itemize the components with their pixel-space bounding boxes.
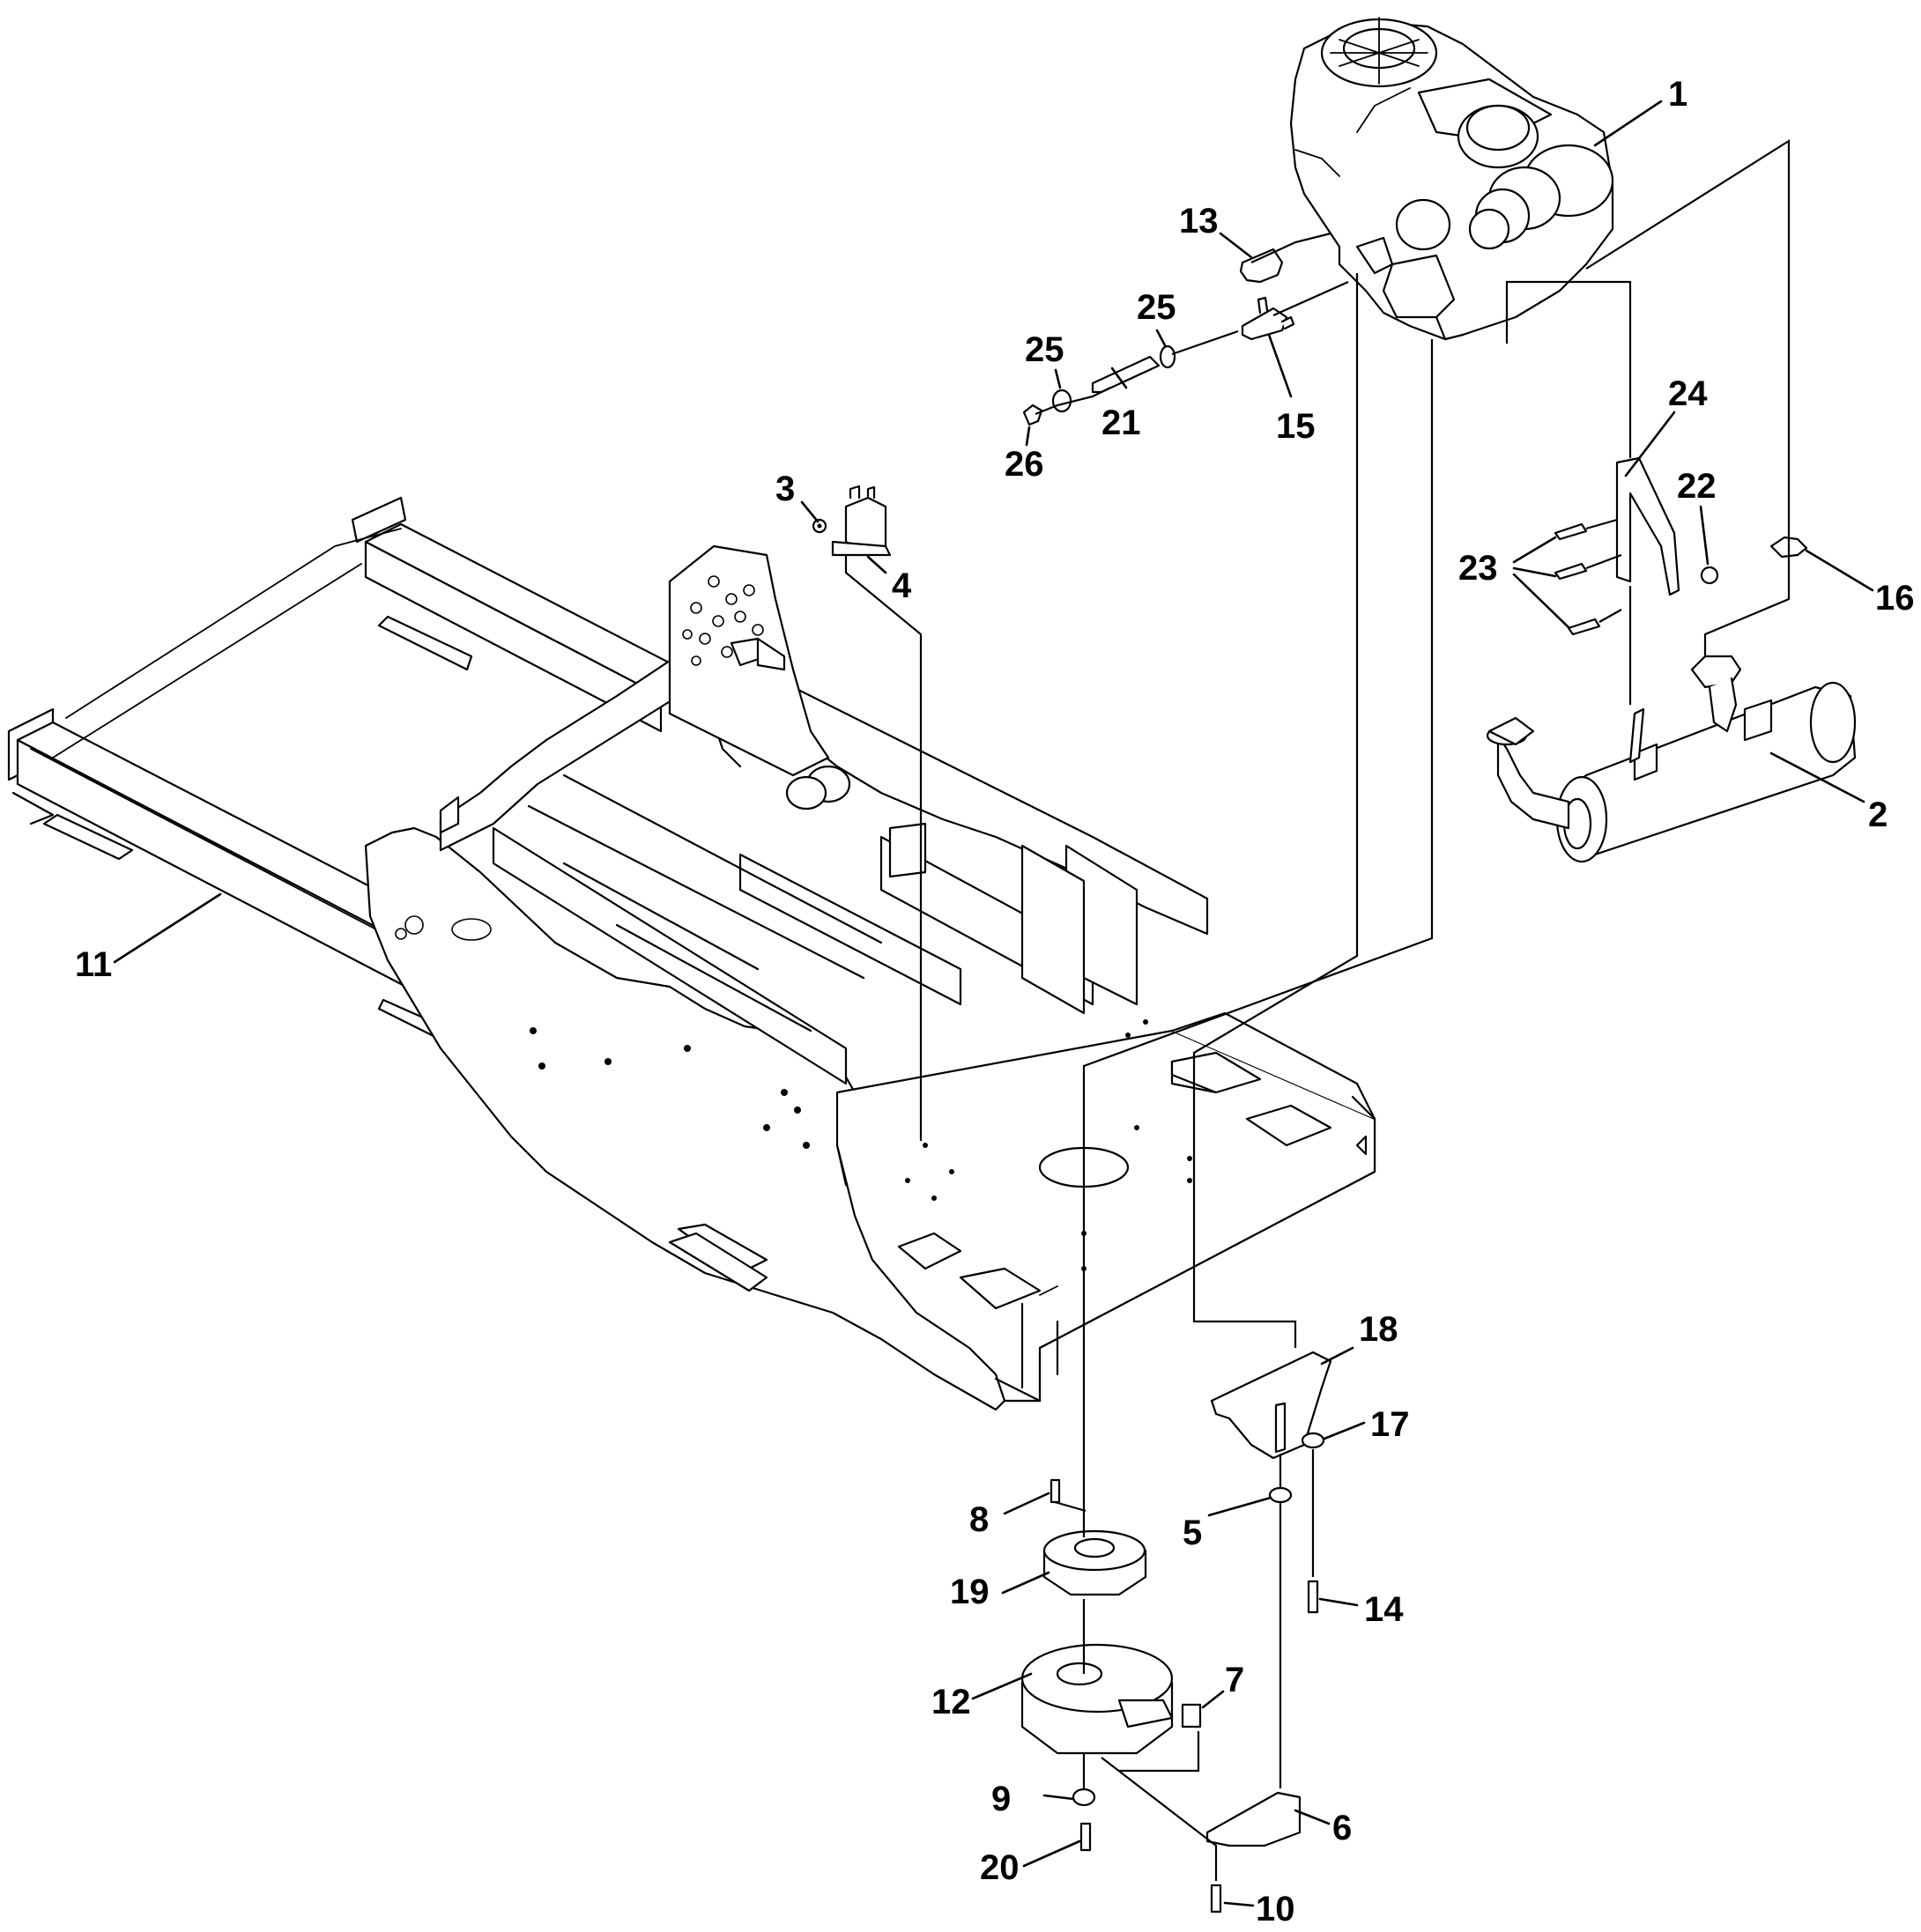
callout-24: 24: [1668, 374, 1708, 413]
callout-21: 21: [1101, 403, 1141, 442]
bolt-14: [1307, 1580, 1319, 1614]
nut-5: [1268, 1486, 1293, 1504]
callout-19: 19: [950, 1573, 990, 1611]
callout-10: 10: [1256, 1890, 1295, 1928]
callout-8: 8: [969, 1500, 989, 1539]
washer-25-right: [1159, 344, 1176, 369]
callout-25-right: 25: [1137, 288, 1176, 327]
callout-4: 4: [892, 566, 912, 605]
callout-7: 7: [1225, 1661, 1244, 1699]
callout-26: 26: [1005, 445, 1044, 484]
callout-12: 12: [931, 1683, 971, 1721]
frame-right-plate: [668, 544, 830, 777]
chassis-frame: [7, 496, 1376, 1411]
nut-22: [1700, 566, 1719, 585]
callout-25-left: 25: [1025, 330, 1064, 369]
callout-labels: 1 2 3 4 5 6 7 8 9 10 11 12 13 14 15 16 1…: [75, 75, 1915, 1928]
spacer-7: [1181, 1703, 1202, 1728]
bracket-6: [1205, 1791, 1302, 1847]
bracket-18-stud: [1274, 1402, 1287, 1454]
washer-17: [1301, 1432, 1325, 1449]
frame-floor-pan: [677, 1011, 1376, 1403]
callout-leaders: [113, 100, 1874, 1907]
cap-26: [1022, 403, 1043, 426]
callout-9: 9: [991, 1780, 1011, 1818]
bolts-23: [1554, 522, 1601, 636]
callout-3: 3: [775, 470, 795, 508]
engine: [1289, 17, 1614, 341]
hose-21: [1091, 355, 1161, 394]
callout-5: 5: [1183, 1514, 1202, 1552]
callout-14: 14: [1364, 1590, 1404, 1629]
callout-2: 2: [1868, 796, 1888, 834]
clutch-12: [1020, 1643, 1174, 1755]
callout-11: 11: [75, 945, 112, 984]
callout-13: 13: [1179, 202, 1219, 241]
callout-22: 22: [1677, 467, 1717, 506]
washer-9: [1072, 1788, 1096, 1807]
callout-6: 6: [1332, 1809, 1352, 1847]
muffler-bracket: [1615, 456, 1680, 764]
callout-15: 15: [1276, 407, 1316, 446]
callout-1: 1: [1668, 75, 1687, 114]
callout-16: 16: [1875, 579, 1915, 618]
pulley-19: [1042, 1529, 1147, 1596]
muffler: [1486, 655, 1857, 863]
bolt-20: [1079, 1822, 1092, 1852]
callout-20: 20: [980, 1848, 1020, 1887]
callout-17: 17: [1370, 1405, 1410, 1444]
washer-25-left: [1051, 389, 1072, 413]
frame-upper-structure: [439, 650, 1209, 1085]
switch-4: [831, 485, 892, 557]
callout-23: 23: [1458, 549, 1498, 588]
upper-rail: [52, 496, 698, 759]
nut-3: [812, 518, 827, 534]
fitting-15: [1241, 296, 1295, 341]
bolt-10: [1210, 1884, 1222, 1913]
frame-mount-tab: [668, 1232, 768, 1292]
pin-8: [1050, 1478, 1061, 1504]
callout-18: 18: [1359, 1310, 1398, 1349]
bracket-18: [1210, 1351, 1332, 1460]
assembly-lines: [844, 139, 1791, 1881]
